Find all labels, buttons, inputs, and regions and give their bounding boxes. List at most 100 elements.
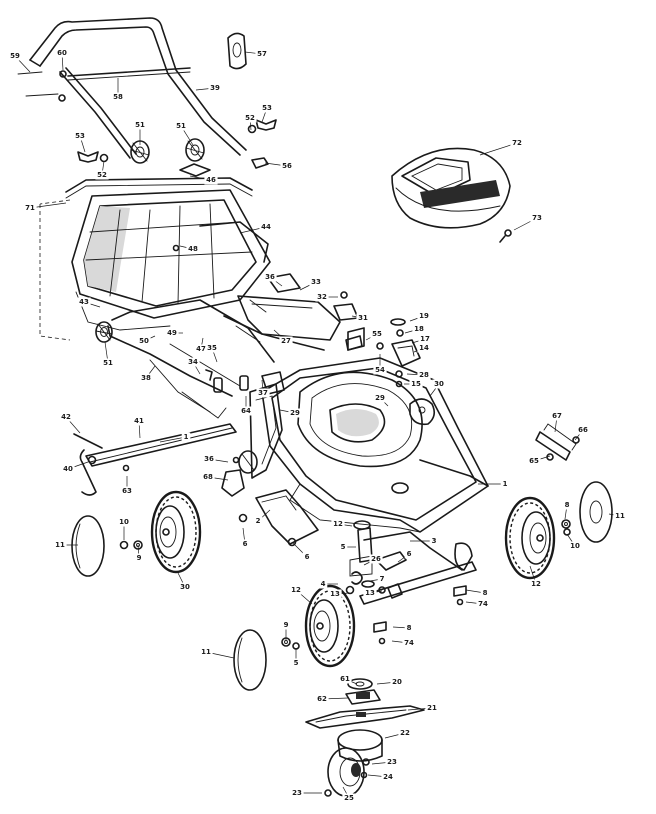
hubcap-11-middle	[233, 629, 267, 691]
callout-c1a: 1	[159, 432, 191, 443]
callout-label-backing	[53, 540, 67, 550]
callout-label-backing	[480, 588, 490, 598]
callout-c65: 65	[527, 455, 551, 466]
callout-number: 30	[434, 380, 444, 388]
callout-label-backing	[240, 539, 250, 549]
callout-c14: 14	[413, 343, 431, 353]
callout-number: 44	[261, 223, 271, 231]
callout-number: 18	[414, 325, 424, 333]
callout-number: 46	[206, 176, 216, 184]
callout-c29a: 29	[373, 393, 389, 407]
callout-number: 17	[420, 335, 430, 343]
callout-number: 67	[552, 412, 562, 420]
callout-number: 11	[615, 512, 625, 520]
callout-label-backing	[205, 343, 219, 353]
callout-c59: 59	[8, 51, 31, 73]
grass-catcher-bag	[71, 189, 271, 331]
callout-label-backing	[117, 517, 131, 527]
callout-number: 3	[432, 537, 437, 545]
callout-c18: 18	[404, 324, 426, 334]
callout-c72: 72	[479, 138, 524, 156]
callout-number: 74	[404, 639, 414, 647]
callout-number: 6	[305, 553, 310, 561]
bag-frame-71-bracket	[39, 199, 71, 341]
callout-c26: 26	[363, 554, 383, 566]
callout-c12c: 12	[289, 585, 313, 605]
callout-number: 68	[203, 473, 213, 481]
callout-number: 54	[375, 366, 385, 374]
callout-number: 28	[419, 371, 429, 379]
callout-c19: 19	[409, 311, 431, 322]
callout-number: 26	[371, 555, 381, 563]
callout-label-backing	[550, 411, 564, 421]
callout-label-backing	[77, 297, 91, 307]
callout-c12a: 12	[331, 519, 353, 529]
callout-label-backing	[133, 120, 147, 130]
callout-label-backing	[373, 393, 387, 403]
callout-number: 22	[400, 729, 410, 737]
lower-handle-38	[107, 299, 325, 419]
callout-label-backing	[412, 324, 426, 334]
callout-c71: 71	[23, 202, 67, 213]
callout-c1b: 1	[478, 479, 510, 489]
callout-label-backing	[369, 554, 383, 564]
callout-label-backing	[476, 599, 490, 609]
hubcap-11-right	[579, 481, 613, 543]
front-wheel-12-right	[504, 496, 556, 580]
callout-label-backing	[101, 358, 115, 368]
callout-c49: 49	[165, 328, 183, 338]
callout-number: 53	[75, 132, 85, 140]
callout-label-backing	[417, 343, 431, 353]
callout-number: 74	[478, 600, 488, 608]
callout-number: 63	[122, 487, 132, 495]
callout-number: 14	[419, 344, 429, 352]
callout-number: 1	[503, 480, 508, 488]
callout-label-backing	[201, 472, 215, 482]
callout-number: 53	[262, 104, 272, 112]
callout-number: 25	[344, 794, 354, 802]
callout-c50: 50	[137, 335, 156, 346]
callout-c17: 17	[411, 334, 432, 344]
screw-73	[499, 229, 512, 243]
callout-label-backing	[500, 479, 510, 489]
callout-c37: 37	[256, 379, 270, 398]
callout-label-backing	[338, 542, 348, 552]
callout-c6a: 6	[240, 527, 250, 549]
callout-number: 43	[79, 298, 89, 306]
callout-c67: 67	[550, 411, 564, 433]
callout-label-backing	[417, 370, 431, 380]
washer-8-10-right	[561, 519, 571, 536]
callout-c38: 38	[139, 365, 156, 383]
upper-handle	[17, 17, 247, 159]
callout-label-backing	[291, 658, 301, 668]
callout-c13a: 13	[328, 589, 351, 599]
callout-label-backing	[255, 49, 269, 59]
callout-label-backing	[432, 379, 446, 389]
callout-number: 31	[358, 314, 368, 322]
callout-number: 56	[282, 162, 292, 170]
callout-c6c: 6	[397, 549, 414, 563]
callout-c36: 36	[263, 272, 283, 287]
callout-number: 55	[372, 330, 382, 338]
callout-c47: 47	[194, 337, 208, 354]
callout-c11a: 11	[608, 511, 627, 521]
callout-label-backing	[529, 579, 543, 589]
callout-label-backing	[239, 406, 253, 416]
callout-label-backing	[309, 277, 323, 287]
callout-label-backing	[165, 328, 179, 338]
callout-number: 23	[292, 789, 302, 797]
clip-8-74	[373, 585, 467, 645]
callout-number: 73	[532, 214, 542, 222]
callout-number: 41	[134, 417, 144, 425]
callout-label-backing	[281, 620, 291, 630]
callout-number: 61	[340, 675, 350, 683]
callout-label-backing	[373, 365, 387, 375]
callout-number: 20	[392, 678, 402, 686]
callout-number: 6	[243, 540, 248, 548]
callout-label-backing	[568, 541, 582, 551]
callout-label-backing	[429, 536, 439, 546]
callout-number: 8	[565, 501, 570, 509]
blade-21	[305, 705, 425, 729]
callout-c53b: 53	[73, 131, 87, 153]
callout-c35: 35	[205, 343, 219, 363]
